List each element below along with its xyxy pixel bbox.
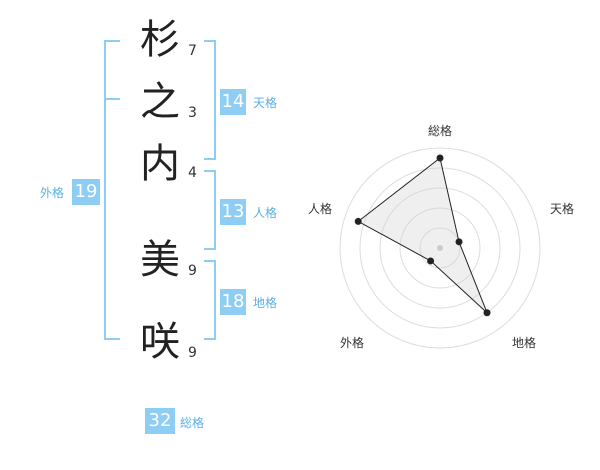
radar-chart [339,147,541,349]
radar-point [455,238,463,246]
stroke-count-3: 4 [188,165,197,181]
radar-label-tenkaku: 天格 [550,202,575,216]
radar-point [354,217,362,225]
jinkaku-value: 13 [220,199,246,225]
name-char-1: 杉 [140,17,180,63]
radar-label-gaikaku: 外格 [340,336,365,350]
gaikaku-label: 外格 [40,186,65,200]
jinkaku-bracket [204,170,216,250]
stroke-count-2: 3 [188,105,197,121]
stroke-count-4: 9 [188,263,197,279]
radar-rings [339,147,541,349]
gaikaku-bracket-bottom [104,98,120,340]
chikaku-value: 18 [220,289,246,315]
radar-label-jinkaku: 人格 [308,202,333,216]
radar-data-polygon [357,157,488,314]
radar-label-chikaku: 地格 [512,336,537,350]
stroke-count-5: 9 [188,345,197,361]
name-char-3: 内 [140,141,180,187]
radar-ring [339,147,541,349]
stroke-count-1: 7 [188,43,197,59]
gaikaku-bracket-top [104,40,120,100]
jinkaku-label: 人格 [253,206,278,220]
radar-label-soukaku: 総格 [428,124,453,138]
tenkaku-bracket [204,40,216,160]
radar-point [436,154,444,162]
name-char-5: 咲 [140,319,180,365]
radar-ring [399,207,481,289]
radar-ring [379,187,501,309]
radar-ring [359,167,521,329]
name-char-4: 美 [140,237,180,283]
radar-center-dot [437,245,443,251]
radar-point [483,309,491,317]
soukaku-value: 32 [145,408,175,434]
chikaku-bracket [204,260,216,340]
chikaku-label: 地格 [253,296,278,310]
tenkaku-label: 天格 [253,96,278,110]
radar-ring [419,227,461,269]
name-char-2: 之 [140,79,180,125]
soukaku-label: 総格 [180,416,205,430]
tenkaku-value: 14 [220,89,246,115]
radar-points [354,154,491,317]
gaikaku-value: 19 [72,179,100,205]
radar-point [427,257,435,265]
